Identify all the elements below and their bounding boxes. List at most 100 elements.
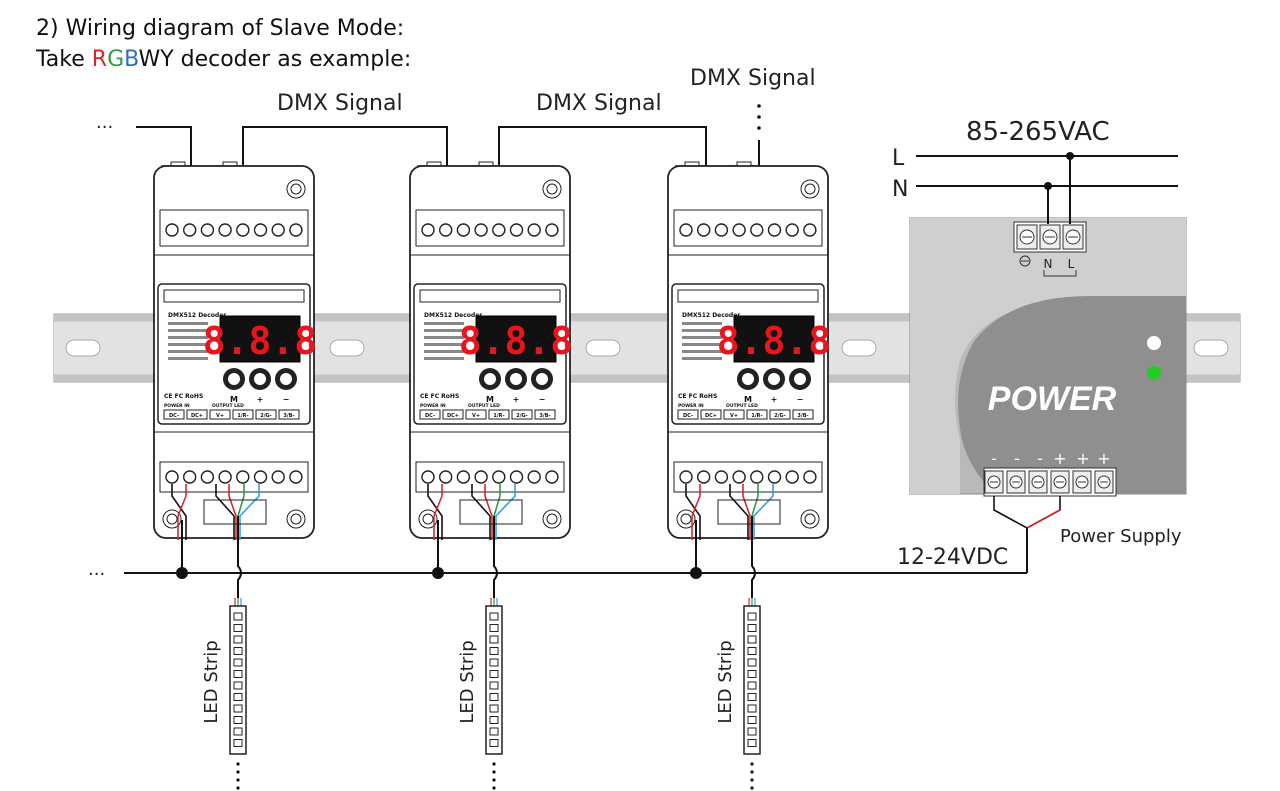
led-strip-label: LED Strip — [201, 640, 222, 723]
terminal-label: DC+ — [191, 413, 203, 419]
power-led-white — [1147, 336, 1161, 350]
out-sign-4: + — [1053, 449, 1066, 468]
dmx-signal-label-3: DMX Signal — [690, 66, 816, 91]
output-led-label: OUTPUT LED — [212, 403, 244, 409]
terminal-label: DC- — [683, 413, 693, 419]
out-sign-6: + — [1097, 449, 1110, 468]
terminal-n-label: N — [1044, 257, 1053, 271]
button-plus-label: + — [771, 395, 778, 404]
output-wire — [433, 484, 443, 540]
seven-segment-display — [219, 315, 301, 363]
ground-symbol — [1019, 255, 1031, 267]
line-n-label: N — [892, 177, 908, 202]
power-supply-caption: Power Supply — [1060, 526, 1182, 547]
output-led-label: OUTPUT LED — [726, 403, 758, 409]
led-strip-label: LED Strip — [457, 640, 478, 723]
power-led-green — [1147, 366, 1161, 380]
seven-segment-display — [475, 315, 557, 363]
dmx-signal-label-1: DMX Signal — [277, 91, 403, 116]
terminal-label: DC+ — [447, 413, 459, 419]
button-minus-label: − — [539, 395, 546, 404]
terminal-label: 3/B- — [283, 413, 294, 419]
line-l-label: L — [892, 146, 905, 171]
display-digits: 8.8.8 — [459, 319, 573, 363]
dc-bus-continuation: ··· — [88, 564, 105, 585]
button-plus-label: + — [257, 395, 264, 404]
subheading-letter-r: R — [91, 47, 108, 72]
decoder-model: DMX512 Decoder — [168, 312, 226, 319]
terminal-label: 2/G- — [516, 413, 527, 419]
button-m-label: M — [744, 395, 752, 404]
output-wire — [691, 484, 701, 540]
output-wire — [228, 484, 237, 540]
terminal-label: 3/B- — [539, 413, 550, 419]
terminal-label: 2/G- — [774, 413, 785, 419]
terminal-label: V+ — [472, 413, 480, 419]
output-wire — [495, 484, 516, 540]
dc-voltage-label: 12-24VDC — [897, 545, 1008, 570]
terminal-label: 1/R- — [493, 413, 504, 419]
terminal-label: 1/R- — [237, 413, 248, 419]
terminal-label: DC- — [169, 413, 179, 419]
cert-marks: CE FC RoHS — [420, 393, 459, 400]
output-wire — [171, 484, 187, 540]
power-in-label: POWER IN — [678, 403, 704, 409]
ac-voltage-label: 85-265VAC — [966, 117, 1110, 147]
subheading-letter-g: G — [107, 47, 125, 72]
power-supply: POWER N L - - - + + + — [909, 217, 1187, 497]
cert-marks: CE FC RoHS — [164, 393, 203, 400]
diagram-heading: 2) Wiring diagram of Slave Mode: — [36, 16, 405, 41]
power-supply-brand: POWER — [988, 380, 1117, 418]
power-in-label: POWER IN — [420, 403, 446, 409]
out-sign-5: + — [1076, 449, 1089, 468]
button-minus-label: − — [283, 395, 290, 404]
terminal-label: 3/B- — [797, 413, 808, 419]
dmx-wiring: ··· DMX Signal DMX Signal DMX Signal — [96, 66, 816, 172]
display-digits: 8.8.8 — [717, 319, 831, 363]
terminal-label: V+ — [730, 413, 738, 419]
terminal-l-label: L — [1068, 257, 1075, 271]
output-wire — [427, 484, 443, 540]
terminal-label: DC+ — [705, 413, 717, 419]
output-wire — [471, 484, 491, 540]
output-wire — [685, 484, 701, 540]
output-wire — [215, 484, 235, 540]
out-sign-3: - — [1037, 449, 1043, 468]
terminal-label: 2/G- — [260, 413, 271, 419]
output-led-label: OUTPUT LED — [468, 403, 500, 409]
cert-marks: CE FC RoHS — [678, 393, 717, 400]
decoder-model: DMX512 Decoder — [424, 312, 482, 319]
power-in-label: POWER IN — [164, 403, 190, 409]
dc-terminal-block: - - - + + + — [983, 449, 1117, 497]
output-wire — [177, 484, 187, 540]
dc-bus: ··· 12-24VDC Power Supply — [88, 496, 1182, 585]
terminal-label: DC- — [425, 413, 435, 419]
dmx-continuation-left: ··· — [96, 117, 113, 138]
out-sign-2: - — [1014, 449, 1020, 468]
subheading-prefix: Take — [36, 47, 92, 72]
button-minus-label: − — [797, 395, 804, 404]
display-digits: 8.8.8 — [203, 319, 317, 363]
subheading-letter-b: B — [124, 47, 139, 72]
subheading-rest: WY decoder as example: — [138, 47, 412, 72]
led-strip-1: LED Strip — [201, 598, 247, 790]
terminal-label: V+ — [216, 413, 224, 419]
ac-terminal-block: N L — [1013, 221, 1087, 277]
led-strip-2: LED Strip — [457, 598, 503, 790]
diagram-subheading: Take RGBWY decoder as example: — [36, 47, 411, 73]
ac-lines: 85-265VAC L N — [892, 117, 1178, 224]
output-wire — [742, 484, 751, 540]
output-wire — [484, 484, 493, 540]
button-m-label: M — [230, 395, 238, 404]
led-strip-label: LED Strip — [715, 640, 736, 723]
led-strip-3: LED Strip — [715, 598, 761, 790]
button-m-label: M — [486, 395, 494, 404]
led-strips: LED Strip LED Strip LED Strip — [201, 598, 761, 790]
output-wire — [239, 484, 260, 540]
terminal-label: 1/R- — [751, 413, 762, 419]
